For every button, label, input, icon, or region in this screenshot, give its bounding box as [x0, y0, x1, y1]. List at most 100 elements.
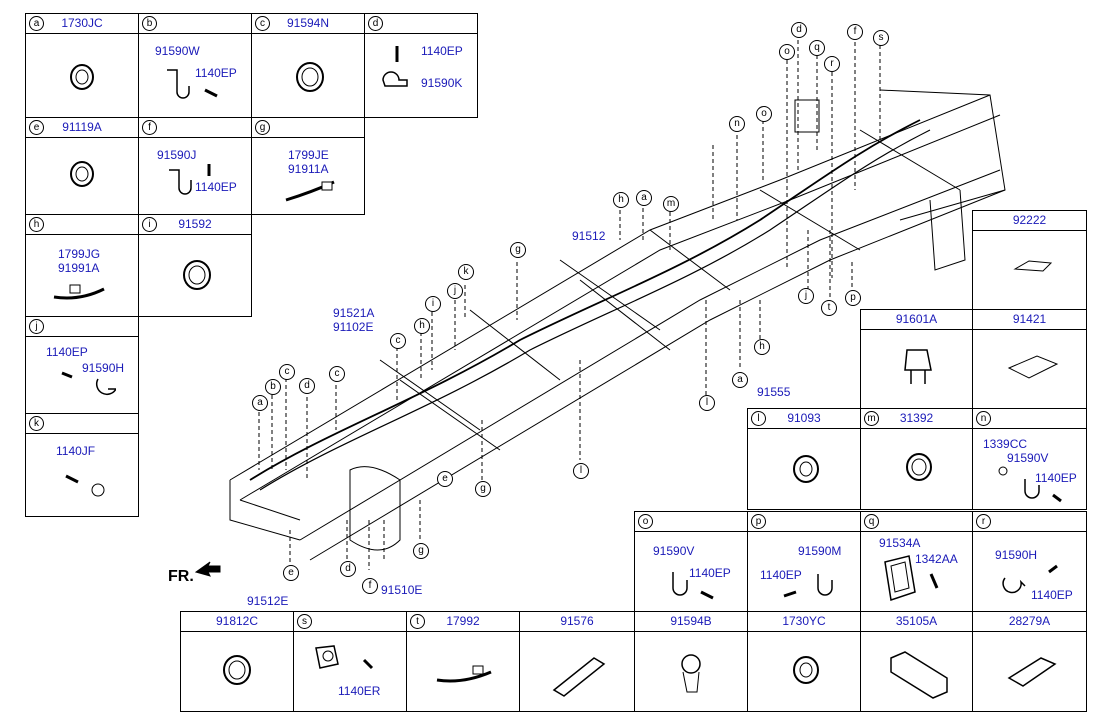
part-number: 1799JG — [58, 247, 101, 261]
callout-j: j — [447, 283, 463, 299]
cell-letter: e — [29, 120, 44, 135]
cable-tie-icon — [53, 284, 105, 300]
callout-e: e — [437, 471, 453, 487]
grommet-icon — [70, 161, 94, 187]
main-part-label: 91512E — [247, 594, 289, 608]
part-number: 91590M — [798, 544, 842, 558]
cell-letter: h — [29, 217, 44, 232]
cell-letter: f — [142, 120, 157, 135]
part-code: 91594N — [286, 16, 330, 30]
part-cell-35105A: 35105A — [860, 611, 973, 712]
callout-t: t — [821, 300, 837, 316]
part-code: 91576 — [560, 614, 594, 628]
part-code: 17992 — [446, 614, 480, 628]
cell-letter: j — [29, 319, 44, 334]
part-cell-91594B: 91594B — [634, 611, 748, 712]
part-number: 1799JE — [288, 148, 329, 162]
part-number: 1140EP — [1035, 471, 1077, 485]
part-code: 92222 — [1012, 213, 1047, 227]
cell-letter: t — [410, 614, 425, 629]
bracket-icon — [1013, 260, 1053, 272]
part-cell-c: c 91594N — [251, 13, 365, 118]
part-cell-j: j 1140EP 91590H — [25, 316, 139, 414]
cell-letter: g — [255, 120, 270, 135]
bolt-clip-icon — [65, 474, 105, 497]
part-cell-s: s 1140ER — [293, 611, 407, 712]
callout-g: g — [413, 543, 429, 559]
part-number: 1140EP — [421, 44, 463, 58]
connector-bolt-icon — [315, 645, 374, 670]
part-code: 35105A — [895, 614, 938, 628]
callout-d: d — [299, 378, 315, 394]
part-number: 91991A — [58, 261, 100, 275]
main-part-label: 91521A — [333, 306, 375, 320]
part-number: 91590H — [995, 548, 1038, 562]
part-number: 91590H — [82, 361, 125, 375]
part-cell-o: o 91590V 1140EP — [634, 511, 748, 612]
cell-letter: p — [751, 514, 766, 529]
part-code: 91812C — [215, 614, 259, 628]
part-code: 1730YC — [782, 614, 826, 628]
grommet-icon — [906, 453, 932, 481]
cell-letter: d — [368, 16, 383, 31]
cable-tie-icon — [285, 180, 335, 202]
cell-letter: i — [142, 217, 157, 232]
cell-letter: q — [864, 514, 879, 529]
callout-j: j — [798, 288, 814, 304]
callout-g: g — [510, 242, 526, 258]
part-code: 91119A — [62, 120, 102, 134]
part-cell-i: i 91592 — [138, 214, 252, 317]
part-number: 1140EP — [1031, 588, 1073, 602]
callout-d: d — [791, 22, 807, 38]
clip-bolt-icon — [998, 466, 1062, 503]
part-number: 1140EP — [195, 180, 237, 194]
part-number: 91590K — [421, 76, 463, 90]
callout-p: p — [845, 290, 861, 306]
callout-f: f — [362, 578, 378, 594]
part-number: 91534A — [879, 536, 921, 550]
bracket-icon — [1007, 657, 1057, 687]
cell-letter: b — [142, 16, 157, 31]
callout-m: m — [663, 196, 679, 212]
part-cell-f: f 91590J 1140EP — [138, 117, 252, 215]
part-cell-e: e 91119A — [25, 117, 139, 215]
part-cell-1730YC: 1730YC — [747, 611, 861, 712]
cell-letter: n — [976, 411, 991, 426]
cell-letter: m — [864, 411, 879, 426]
part-number: 1140EP — [689, 566, 731, 580]
part-number: 91590J — [157, 148, 197, 162]
front-direction-label: FR. — [168, 568, 194, 585]
bracket-box-icon — [884, 555, 939, 601]
part-code: 28279A — [1008, 614, 1051, 628]
cell-letter: s — [297, 614, 312, 629]
cell-letter: l — [751, 411, 766, 426]
part-code: 91592 — [178, 217, 212, 231]
callout-h: h — [754, 339, 770, 355]
plug-clip-icon — [681, 654, 701, 693]
cell-letter: c — [255, 16, 270, 31]
callout-l: l — [699, 395, 715, 411]
part-number: 91911A — [288, 162, 329, 176]
main-part-label: 91512 — [572, 229, 606, 243]
cell-letter: k — [29, 416, 44, 431]
callout-b: b — [265, 379, 281, 395]
part-cell-k: k 1140JF — [25, 413, 139, 517]
callout-e: e — [283, 565, 299, 581]
callout-c: c — [329, 366, 345, 382]
part-cell-91576: 91576 — [519, 611, 635, 712]
callout-f: f — [847, 24, 863, 40]
callout-r: r — [824, 56, 840, 72]
main-part-label: 91510E — [381, 583, 423, 597]
part-code: 1730JC — [61, 16, 103, 30]
callout-q: q — [809, 40, 825, 56]
cable-tie-icon — [436, 665, 492, 683]
part-code: 91421 — [1012, 312, 1047, 326]
part-cell-b: b 91590W 1140EP — [138, 13, 252, 118]
part-code: 91601A — [895, 312, 938, 326]
part-cell-d: d 1140EP 91590K — [364, 13, 478, 118]
callout-l: l — [573, 463, 589, 479]
part-cell-h: h 1799JG 91991A — [25, 214, 139, 317]
connector-clip-icon — [904, 349, 932, 384]
